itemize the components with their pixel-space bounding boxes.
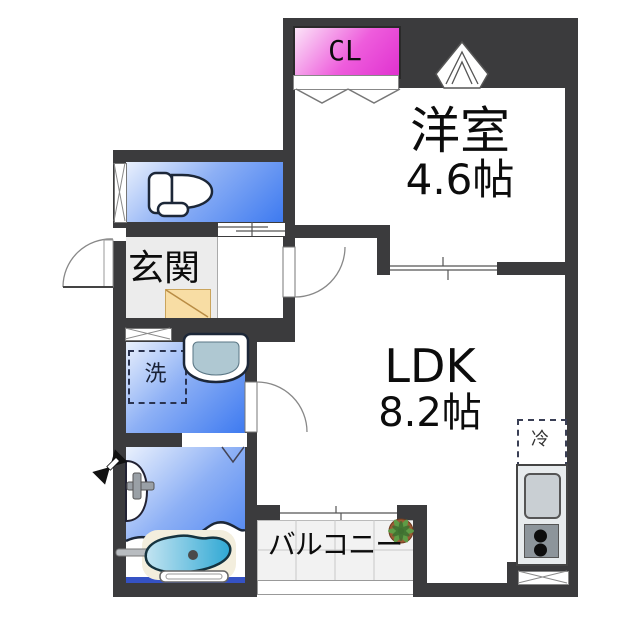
wall-bottom-right	[413, 583, 578, 597]
window-x-glyphs	[113, 162, 568, 584]
plant-icon	[388, 518, 414, 544]
laundry-label: 洗	[144, 362, 167, 387]
entrance-door	[62, 238, 114, 288]
washbasin-icon	[182, 332, 250, 384]
wall-yoshitsu-bottom-right	[497, 262, 578, 275]
bathtub-icon	[115, 534, 232, 583]
western-room-label: 洋室	[410, 102, 510, 160]
shoe-cabinet-diagonal	[165, 289, 209, 318]
kitchen-sink	[524, 473, 561, 519]
western-room-size: 4.6帖	[405, 155, 515, 204]
laundry-space	[128, 350, 187, 404]
bay-window-icon	[435, 40, 489, 89]
bath-door-v-icon	[221, 446, 245, 464]
outdoor-faucet-icon	[92, 449, 128, 485]
wall-stub	[377, 225, 390, 275]
refrigerator-space	[517, 419, 567, 468]
refrigerator-label: 冷	[531, 429, 549, 450]
stove-burners	[534, 529, 547, 557]
shower-mixer-icon	[125, 459, 155, 523]
wall-yoshitsu-bottom-left	[283, 225, 390, 238]
yoshitsu-sliding-door	[390, 262, 497, 275]
closet-label: CL	[328, 34, 362, 67]
balcony-label: バルコニー	[267, 528, 403, 561]
wall-balcony-top-left	[247, 505, 280, 520]
toilet-icon	[147, 171, 214, 218]
balcony-tile-grid	[257, 520, 413, 580]
washroom-door	[244, 381, 308, 433]
sliding-door-lines	[218, 222, 497, 520]
wall-balcony-right	[413, 505, 427, 583]
closet-box	[293, 26, 401, 79]
wall-left-top	[113, 150, 295, 162]
entrance-opening	[113, 228, 126, 241]
closet-folding-door-icon	[295, 88, 401, 104]
ldk-label: LDK	[384, 339, 476, 393]
entrance-label: 玄関	[128, 248, 201, 289]
wall-left-outer	[113, 150, 126, 597]
bathroom-door-opening	[182, 433, 247, 447]
wall-right	[565, 18, 578, 592]
hall-ldk-door	[282, 246, 346, 298]
wall-bottom-left	[113, 583, 257, 597]
ldk-size: 8.2帖	[378, 390, 482, 436]
